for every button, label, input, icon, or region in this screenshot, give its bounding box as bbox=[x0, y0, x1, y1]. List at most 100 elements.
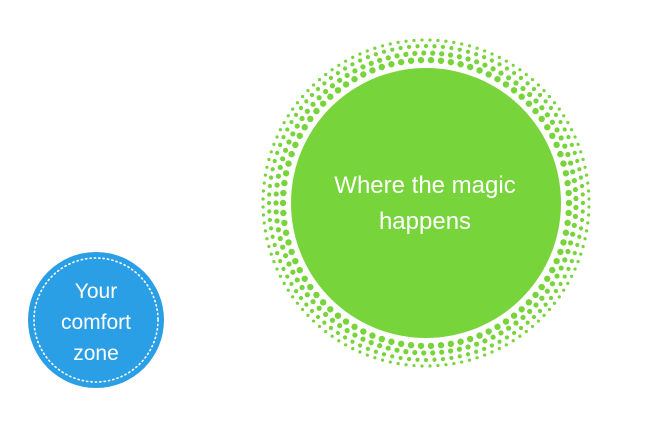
halo-dot bbox=[267, 244, 271, 249]
halo-dot bbox=[437, 57, 445, 64]
halo-dot bbox=[312, 319, 316, 323]
halo-dot bbox=[373, 52, 378, 57]
halo-dot bbox=[309, 308, 315, 314]
halo-dot bbox=[518, 306, 525, 313]
halo-dot bbox=[571, 222, 577, 228]
halo-dot bbox=[390, 354, 395, 359]
halo-dot bbox=[565, 199, 573, 207]
halo-dot bbox=[274, 218, 280, 224]
halo-dot bbox=[485, 71, 492, 78]
halo-dot bbox=[365, 346, 370, 351]
halo-dot bbox=[558, 281, 563, 287]
halo-dot bbox=[566, 134, 571, 140]
halo-dot bbox=[504, 335, 510, 340]
halo-dot bbox=[282, 121, 286, 125]
halo-dot bbox=[335, 330, 340, 336]
halo-dot bbox=[288, 248, 295, 256]
halo-dot bbox=[578, 226, 584, 231]
halo-dot bbox=[327, 306, 334, 313]
halo-dot bbox=[352, 68, 358, 74]
halo-dot bbox=[428, 38, 432, 42]
halo-dot bbox=[560, 160, 567, 167]
halo-dot bbox=[281, 266, 286, 272]
halo-dot bbox=[440, 44, 446, 50]
halo-dot bbox=[586, 213, 591, 217]
halo-dot bbox=[351, 347, 355, 351]
halo-dot bbox=[394, 53, 400, 59]
halo-dot bbox=[291, 107, 295, 111]
halo-dot bbox=[489, 343, 495, 348]
halo-dot bbox=[398, 45, 403, 51]
halo-dot bbox=[581, 157, 585, 162]
halo-dot bbox=[278, 142, 283, 147]
halo-dot bbox=[261, 197, 265, 201]
halo-dot bbox=[398, 355, 403, 361]
halo-dot bbox=[269, 150, 273, 154]
halo-dot bbox=[396, 40, 400, 45]
halo-dot bbox=[553, 141, 560, 149]
halo-dot bbox=[344, 59, 348, 63]
halo-dot bbox=[456, 346, 462, 352]
halo-dot bbox=[282, 229, 290, 236]
halo-dot bbox=[261, 189, 266, 193]
halo-dot bbox=[457, 354, 462, 359]
halo-dot bbox=[475, 46, 479, 50]
halo-dot bbox=[388, 42, 392, 46]
halo-dot bbox=[566, 266, 571, 272]
halo-dot bbox=[482, 62, 488, 68]
halo-dot bbox=[417, 56, 425, 64]
halo-dot bbox=[342, 335, 348, 340]
halo-dot bbox=[560, 239, 567, 246]
halo-dot bbox=[396, 362, 400, 366]
halo-dot bbox=[502, 318, 510, 325]
halo-dot bbox=[567, 160, 574, 166]
halo-dot bbox=[544, 288, 550, 294]
halo-dot bbox=[562, 170, 570, 177]
halo-dot bbox=[530, 77, 535, 82]
halo-dot bbox=[280, 244, 286, 250]
halo-dot bbox=[571, 178, 577, 184]
halo-dot bbox=[281, 134, 286, 140]
halo-dot bbox=[298, 105, 304, 111]
halo-dot bbox=[323, 311, 329, 318]
halo-dot bbox=[544, 275, 551, 282]
halo-dot bbox=[586, 221, 590, 225]
halo-dot bbox=[518, 75, 524, 81]
halo-dot bbox=[322, 81, 327, 86]
halo-dot bbox=[315, 314, 321, 320]
halo-dot bbox=[286, 114, 290, 118]
halo-dot bbox=[344, 343, 348, 347]
halo-dot bbox=[569, 142, 574, 147]
halo-dot bbox=[272, 242, 277, 248]
halo-dot bbox=[572, 150, 577, 155]
halo-dot bbox=[380, 44, 385, 48]
halo-dot bbox=[490, 350, 494, 354]
halo-dot bbox=[317, 77, 322, 82]
halo-dot bbox=[543, 99, 548, 104]
halo-dot bbox=[449, 355, 454, 361]
halo-dot bbox=[319, 299, 327, 306]
halo-dot bbox=[262, 181, 266, 185]
halo-dot bbox=[585, 173, 589, 177]
halo-dot bbox=[304, 302, 309, 307]
halo-dot bbox=[504, 66, 510, 71]
halo-dot bbox=[334, 87, 342, 94]
halo-dot bbox=[388, 61, 395, 68]
halo-dot bbox=[576, 260, 580, 264]
halo-dot bbox=[412, 349, 418, 356]
halo-dot bbox=[323, 88, 329, 95]
halo-dot bbox=[547, 307, 552, 312]
comfort-zone-dotted-ring bbox=[33, 257, 159, 383]
halo-dot bbox=[351, 55, 355, 60]
halo-dot bbox=[577, 234, 582, 239]
halo-dot bbox=[573, 135, 577, 139]
halo-dot bbox=[377, 343, 383, 349]
halo-dot bbox=[328, 75, 334, 81]
halo-dot bbox=[449, 45, 454, 51]
halo-dot bbox=[310, 299, 316, 305]
halo-dot bbox=[567, 240, 574, 246]
halo-dot bbox=[565, 248, 571, 255]
halo-dot bbox=[562, 288, 566, 292]
halo-dot bbox=[288, 150, 295, 158]
halo-dot bbox=[575, 158, 580, 164]
